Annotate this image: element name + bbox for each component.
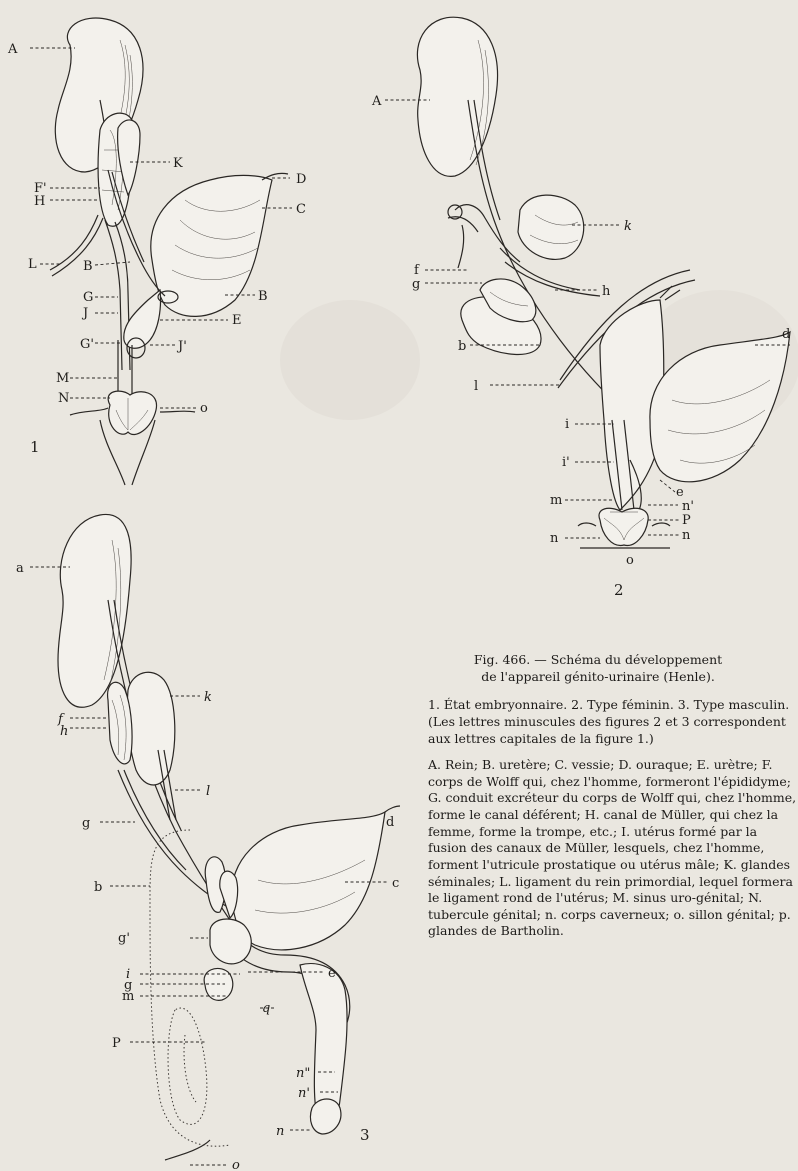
fig3-label-a: a bbox=[16, 561, 24, 576]
fig1-label-C: C bbox=[296, 202, 306, 217]
fig2-kidney bbox=[417, 17, 497, 176]
fig3-label-g: g bbox=[82, 816, 90, 831]
caption-title-line-1: Fig. 466. — Schéma du développement bbox=[428, 652, 768, 669]
fig2-label-i2: i' bbox=[562, 455, 570, 470]
figure-3-male-type: a f h k l g b d c g' i g e m q P n" n' n… bbox=[16, 514, 400, 1171]
fig2-label-d: d bbox=[782, 327, 790, 342]
fig3-label-P: P bbox=[112, 1036, 121, 1051]
fig3-label-e: e bbox=[328, 966, 336, 981]
fig2-label-n2: n' bbox=[682, 499, 694, 514]
fig2-external-genitalia bbox=[599, 508, 648, 545]
fig1-label-K: K bbox=[173, 156, 183, 171]
fig1-label-J: J bbox=[81, 306, 88, 321]
fig2-label-f: f bbox=[414, 263, 420, 278]
fig3-label-n3: n" bbox=[296, 1066, 310, 1081]
figure-caption: Fig. 466. — Schéma du développement de l… bbox=[428, 652, 798, 940]
fig2-label-g: g bbox=[412, 277, 420, 292]
fig3-label-n2: n' bbox=[298, 1086, 310, 1101]
fig1-label-G: G bbox=[83, 290, 93, 305]
fig2-number: 2 bbox=[614, 581, 624, 599]
fig3-label-o: o bbox=[232, 1158, 240, 1171]
fig3-label-l: l bbox=[206, 784, 210, 799]
fig1-label-L: L bbox=[28, 257, 37, 272]
fig3-label-b: b bbox=[94, 880, 102, 895]
fig1-number: 1 bbox=[30, 438, 40, 456]
fig2-label-n3: n bbox=[682, 528, 691, 543]
fig1-label-H: H bbox=[34, 194, 45, 209]
caption-intro: 1. État embryonnaire. 2. Type féminin. 3… bbox=[428, 697, 798, 747]
fig2-label-o: o bbox=[626, 553, 634, 568]
figure-1-embryonic-state: A K F' H D C L B G B J E G' J' M N o 1 bbox=[7, 18, 306, 485]
fig2-label-k: k bbox=[624, 219, 632, 234]
fig2-label-l: l bbox=[474, 379, 478, 394]
fig1-label-B2: B bbox=[258, 289, 268, 304]
fig1-urethra bbox=[124, 290, 161, 348]
fig3-label-h: h bbox=[60, 724, 68, 739]
fig2-label-h: h bbox=[602, 284, 611, 299]
fig3-label-g2: g' bbox=[118, 931, 130, 946]
fig3-number: 3 bbox=[360, 1126, 370, 1144]
fig3-label-m: m bbox=[122, 989, 134, 1004]
fig2-ovary bbox=[518, 195, 584, 259]
fig2-label-m: m bbox=[550, 493, 562, 508]
fig2-label-P: P bbox=[682, 513, 691, 528]
fig2-label-e: e bbox=[676, 485, 684, 500]
caption-title: Fig. 466. — Schéma du développement de l… bbox=[428, 652, 768, 685]
fig3-label-c: c bbox=[392, 876, 399, 891]
fig1-label-D: D bbox=[296, 172, 306, 187]
fig3-label-d: d bbox=[386, 815, 394, 830]
fig2-label-b: b bbox=[458, 339, 466, 354]
fig1-label-M: M bbox=[56, 371, 69, 386]
fig2-label-A: A bbox=[371, 94, 382, 109]
fig1-label-o: o bbox=[200, 401, 208, 416]
fig3-label-q: q bbox=[262, 1001, 270, 1016]
fig1-label-A: A bbox=[7, 42, 18, 57]
fig2-label-n: n bbox=[550, 531, 559, 546]
caption-title-line-2: de l'appareil génito-urinaire (Henle). bbox=[428, 669, 768, 686]
fig1-label-N: N bbox=[58, 391, 69, 406]
fig3-label-n: n bbox=[276, 1124, 284, 1139]
fig3-label-k: k bbox=[204, 690, 212, 705]
caption-legend: A. Rein; B. uretère; C. vessie; D. ouraq… bbox=[428, 757, 798, 940]
fig1-label-B1: B bbox=[83, 259, 93, 274]
fig3-bladder bbox=[232, 812, 385, 950]
fig1-label-E: E bbox=[232, 313, 242, 328]
fig2-label-i: i bbox=[565, 417, 569, 432]
fig1-label-G2: G' bbox=[80, 337, 94, 352]
fig1-label-J2: J' bbox=[176, 339, 187, 354]
